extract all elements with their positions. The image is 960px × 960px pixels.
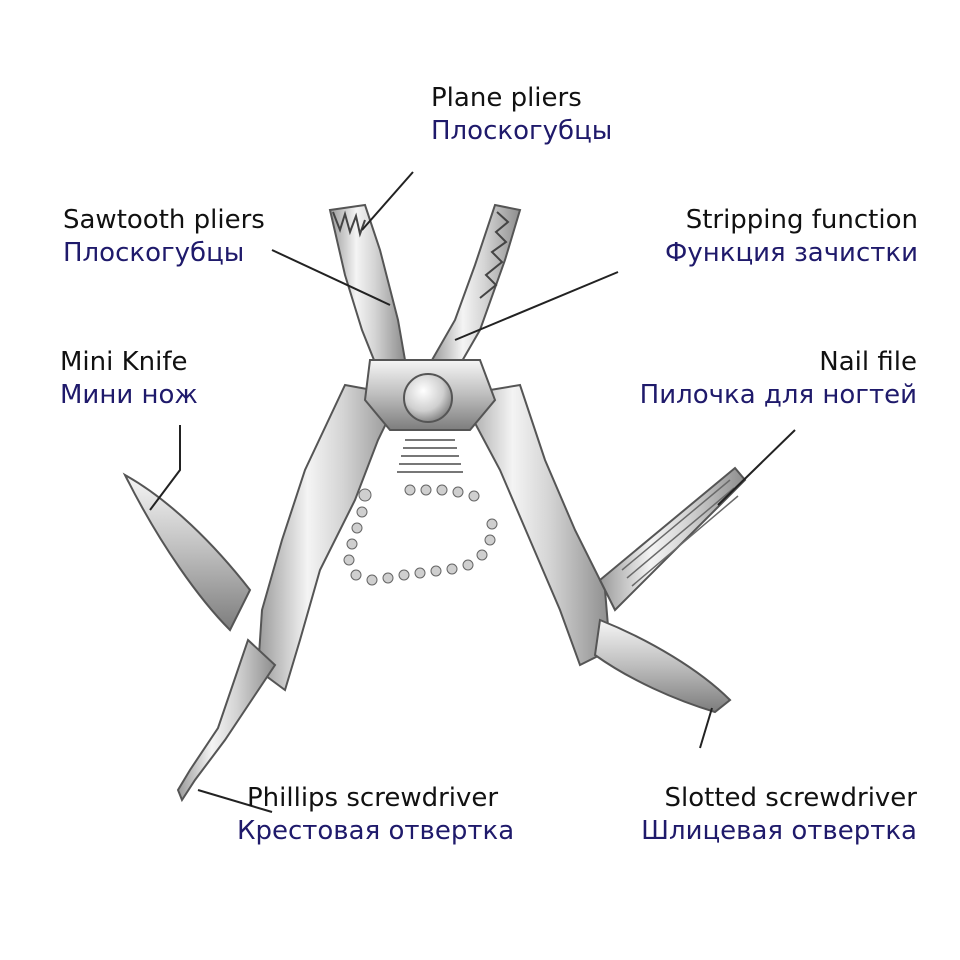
key-chain [343, 484, 498, 586]
leader-slotted [699, 707, 713, 749]
phillips-screwdriver [176, 638, 277, 803]
nail-file-texture [621, 479, 739, 587]
mini-knife-ru: Мини нож [60, 379, 198, 410]
leader-stripping [454, 271, 619, 341]
slotted-screwdriver-en: Slotted screwdriver [664, 783, 918, 813]
leader-sawtooth-pliers [271, 249, 391, 306]
right-jaw-teeth [479, 211, 510, 299]
label-nail-file: Nail file Пилочка для ногтей [640, 346, 917, 411]
nail-file-en: Nail file [819, 347, 917, 377]
label-slotted-screwdriver: Slotted screwdriver Шлицевая отвертка [641, 782, 917, 847]
sawtooth-pliers-en: Sawtooth pliers [63, 205, 265, 235]
label-stripping-function: Stripping function Функция зачистки [665, 204, 918, 269]
phillips-screwdriver-ru: Крестовая отвертка [237, 815, 515, 846]
left-jaw-teeth [332, 210, 366, 238]
plane-pliers-en: Plane pliers [431, 83, 582, 113]
label-mini-knife: Mini Knife Мини нож [60, 346, 198, 411]
spring [397, 439, 463, 473]
slotted-screwdriver-blade [593, 618, 732, 714]
sawtooth-pliers-ru: Плоскогубцы [63, 237, 245, 268]
slotted-screwdriver-ru: Шлицевая отвертка [641, 815, 917, 846]
leader-mini-knife [149, 425, 181, 511]
nail-file-ru: Пилочка для ногтей [639, 379, 917, 410]
leader-nail-file [717, 429, 796, 506]
right-jaw [430, 203, 522, 370]
stripping-function-ru: Функция зачистки [664, 237, 918, 268]
plane-pliers-ru: Плоскогубцы [431, 115, 613, 146]
label-plane-pliers: Plane pliers Плоскогубцы [431, 82, 612, 147]
phillips-screwdriver-en: Phillips screwdriver [247, 783, 499, 813]
pivot-screw [403, 373, 453, 423]
label-sawtooth-pliers: Sawtooth pliers Плоскогубцы [63, 204, 265, 269]
leader-phillips [197, 789, 273, 813]
mini-knife-blade [122, 472, 252, 632]
leader-plane-pliers [361, 171, 414, 231]
leader-lines [149, 171, 796, 813]
label-phillips-screwdriver: Phillips screwdriver Крестовая отвертка [237, 782, 514, 847]
stripping-function-en: Stripping function [685, 205, 918, 235]
left-handle [256, 383, 402, 692]
left-jaw [328, 203, 407, 377]
mini-knife-en: Mini Knife [60, 347, 188, 377]
right-handle [458, 383, 612, 667]
